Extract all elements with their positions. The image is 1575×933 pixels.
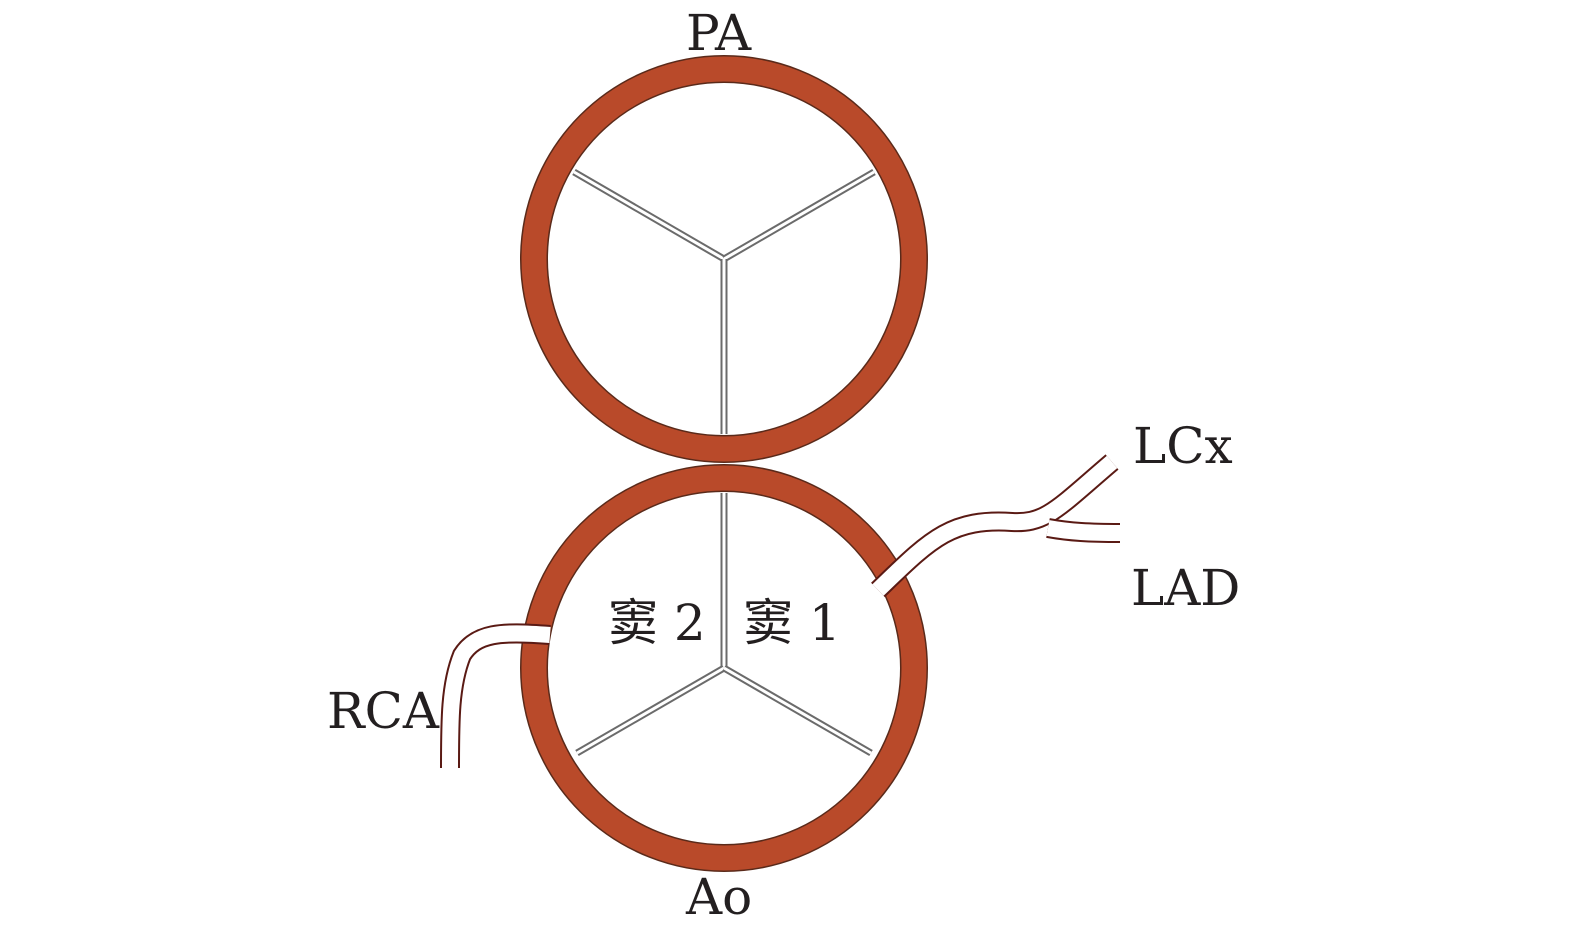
ao-label: Ao — [686, 868, 753, 926]
pa-ring-fill — [521, 56, 927, 462]
ao-leaflet-left — [575, 664, 726, 757]
pulmonary-artery — [520, 55, 928, 463]
lcx-label: LCx — [1133, 417, 1233, 475]
pa-label: PA — [686, 4, 752, 62]
aorta — [520, 464, 928, 872]
left-coronary-artery — [871, 454, 1121, 598]
rca-label: RCA — [327, 682, 440, 740]
lad-label: LAD — [1131, 559, 1241, 617]
ao-leaflet-right — [722, 664, 873, 757]
right-coronary-artery — [440, 623, 551, 769]
sinus-1-label: 窦 1 — [743, 594, 841, 652]
pa-leaflet-right — [722, 168, 876, 263]
ao-valve-leaflets — [575, 493, 873, 757]
sinus-2-label: 窦 2 — [608, 594, 706, 652]
pa-valve-leaflets — [572, 168, 876, 434]
pa-leaflet-left — [572, 168, 726, 263]
ao-ring-fill — [521, 465, 927, 871]
